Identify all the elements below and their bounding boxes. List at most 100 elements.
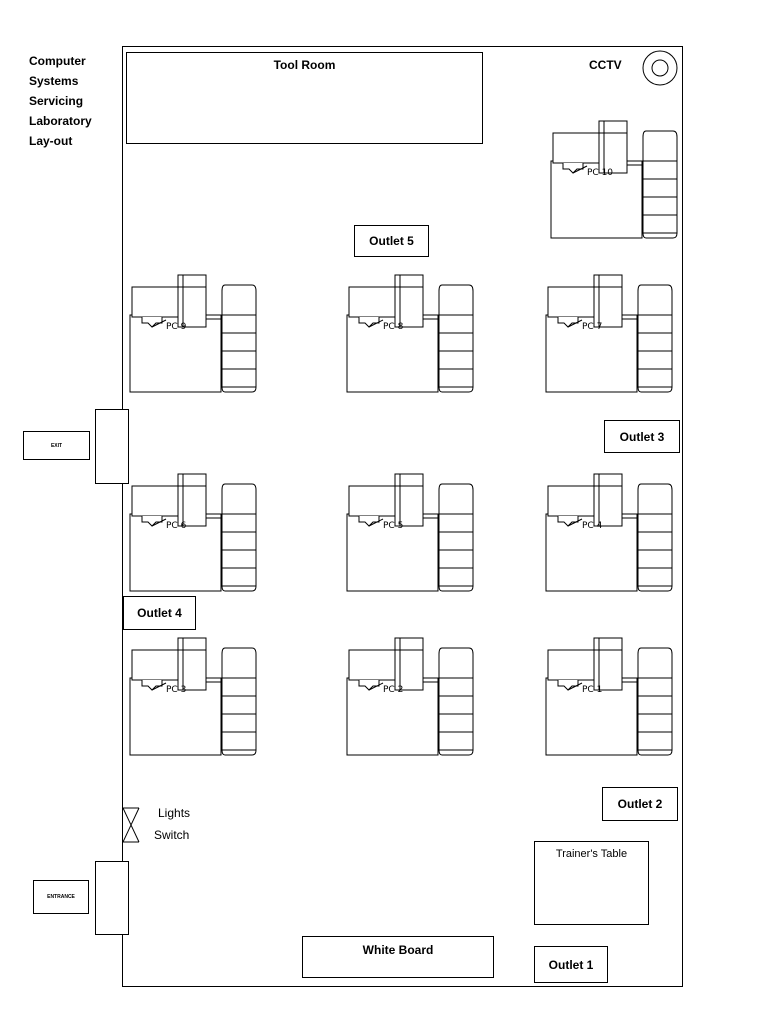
system-unit xyxy=(177,473,207,527)
chair-slat xyxy=(642,178,678,198)
chair-slat xyxy=(221,713,257,733)
workstation[interactable]: PC 1 xyxy=(545,637,673,756)
desk xyxy=(129,314,222,393)
pc-label: PC 6 xyxy=(166,521,187,531)
exit-door[interactable] xyxy=(95,409,129,484)
entrance-sign: ENTRANCE xyxy=(33,880,89,914)
system-unit xyxy=(593,473,623,527)
system-unit xyxy=(177,274,207,328)
keyboard xyxy=(547,485,595,517)
chair-slat xyxy=(438,549,474,569)
chair-slat xyxy=(221,731,257,751)
pc-label: PC 9 xyxy=(166,322,187,332)
chair-slat xyxy=(221,677,257,697)
keyboard xyxy=(348,286,396,318)
desk xyxy=(346,513,439,592)
desk xyxy=(550,160,643,239)
exit-sign: EXIT xyxy=(23,431,90,460)
chair-slat xyxy=(438,350,474,370)
cable xyxy=(151,319,167,328)
system-unit xyxy=(177,637,207,691)
title-line: Servicing xyxy=(29,94,84,108)
outlet-2: Outlet 2 xyxy=(602,787,678,821)
chair-slat xyxy=(637,713,673,733)
system-unit xyxy=(394,473,424,527)
chair-slat xyxy=(438,695,474,715)
cable xyxy=(151,518,167,527)
keyboard xyxy=(552,132,600,164)
cable xyxy=(368,518,384,527)
keyboard xyxy=(348,485,396,517)
cable xyxy=(567,319,583,328)
chair-slat xyxy=(637,531,673,551)
chair-slat xyxy=(637,332,673,352)
cable xyxy=(368,319,384,328)
chair-slat xyxy=(221,513,257,533)
keyboard xyxy=(547,286,595,318)
chair-slat xyxy=(438,513,474,533)
pc-label: PC 10 xyxy=(587,168,613,178)
title-line: Lay-out xyxy=(29,134,73,148)
chair-slat xyxy=(637,549,673,569)
chair-slat xyxy=(221,332,257,352)
cable xyxy=(567,518,583,527)
cable xyxy=(368,682,384,691)
room-outline xyxy=(122,46,683,987)
chair-slat xyxy=(438,567,474,587)
chair-slat xyxy=(642,160,678,180)
pc-label: PC 2 xyxy=(383,685,403,695)
keyboard xyxy=(348,649,396,681)
chair-slat xyxy=(642,214,678,234)
chair-slat xyxy=(438,531,474,551)
chair-slat xyxy=(438,332,474,352)
desk xyxy=(545,314,638,393)
chair-slat xyxy=(221,695,257,715)
chair-slat xyxy=(221,314,257,334)
workstation[interactable]: PC 7 xyxy=(545,274,673,393)
workstation[interactable]: PC 8 xyxy=(346,274,474,393)
pc-label: PC 3 xyxy=(166,685,186,695)
workstation[interactable]: PC 6 xyxy=(129,473,257,592)
system-unit xyxy=(593,637,623,691)
chair-slat xyxy=(637,567,673,587)
system-unit xyxy=(593,274,623,328)
lights-switch-icon[interactable] xyxy=(120,806,142,844)
chair-slat xyxy=(637,677,673,697)
trainers-table-label: Trainer's Table xyxy=(555,848,628,860)
workstation[interactable]: PC 4 xyxy=(545,473,673,592)
title-line: Computer xyxy=(29,54,86,68)
keyboard xyxy=(131,286,179,318)
outlet-5: Outlet 5 xyxy=(354,225,429,257)
chair-slat xyxy=(637,314,673,334)
chair-slat xyxy=(637,695,673,715)
workstation[interactable]: PC 3 xyxy=(129,637,257,756)
chair-slat xyxy=(438,731,474,751)
entrance-door[interactable] xyxy=(95,861,129,935)
chair-slat xyxy=(221,531,257,551)
workstation[interactable]: PC 2 xyxy=(346,637,474,756)
white-board-label: White Board xyxy=(362,943,434,957)
pc-label: PC 1 xyxy=(582,685,602,695)
chair-slat xyxy=(438,368,474,388)
outlet-1: Outlet 1 xyxy=(534,946,608,983)
desk xyxy=(545,677,638,756)
switch-label: Switch xyxy=(154,828,190,842)
tool-room: Tool Room xyxy=(126,52,483,144)
chair-slat xyxy=(438,314,474,334)
desk xyxy=(129,513,222,592)
system-unit xyxy=(394,637,424,691)
keyboard xyxy=(547,649,595,681)
pc-label: PC 7 xyxy=(582,322,602,332)
outlet-4: Outlet 4 xyxy=(123,596,196,630)
chair-slat xyxy=(221,549,257,569)
workstation[interactable]: PC 10 xyxy=(550,120,678,239)
chair-slat xyxy=(438,713,474,733)
workstation[interactable]: PC 9 xyxy=(129,274,257,393)
lights-label: Lights xyxy=(158,806,191,820)
cctv-icon xyxy=(642,50,678,86)
trainers-table: Trainer's Table xyxy=(534,841,649,925)
cable xyxy=(567,682,583,691)
workstation[interactable]: PC 5 xyxy=(346,473,474,592)
chair-slat xyxy=(221,368,257,388)
